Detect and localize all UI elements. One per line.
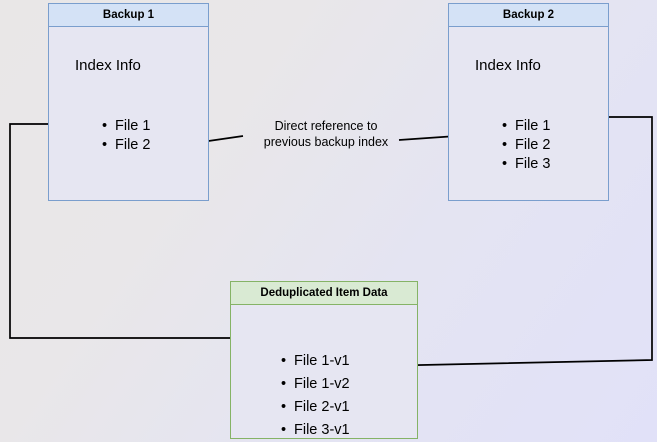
dedup-file-list: File 1-v1 File 1-v2 File 2-v1 File 3-v1: [276, 350, 350, 442]
dedup-body: File 1-v1 File 1-v2 File 2-v1 File 3-v1: [231, 305, 417, 442]
list-item: File 3: [502, 155, 551, 174]
backup1-file-list: File 1 File 2: [97, 117, 151, 155]
list-item: File 1: [102, 117, 151, 136]
backup1-header: Backup 1: [49, 4, 208, 27]
backup1-body: Index Info File 1 File 2: [49, 27, 208, 200]
dedup-header: Deduplicated Item Data: [231, 282, 417, 305]
backup2-file-list: File 1 File 2 File 3: [497, 117, 551, 174]
deduplicated-item-data-box[interactable]: Deduplicated Item Data File 1-v1 File 1-…: [230, 281, 418, 442]
backup2-body: Index Info File 1 File 2 File 3: [449, 27, 608, 200]
backup2-box[interactable]: Backup 2 Index Info File 1 File 2 File 3: [448, 3, 609, 201]
backup1-index-info-label: Index Info: [75, 57, 141, 74]
backup2-header: Backup 2: [449, 4, 608, 27]
list-item: File 2: [102, 136, 151, 155]
list-item: File 1-v1: [281, 350, 350, 373]
list-item: File 1: [502, 117, 551, 136]
backup2-index-info-label: Index Info: [475, 57, 541, 74]
list-item: File 2: [502, 136, 551, 155]
list-item: File 3-v1: [281, 419, 350, 442]
list-item: File 1-v2: [281, 373, 350, 396]
direct-reference-label: Direct reference to previous backup inde…: [263, 119, 389, 149]
list-item: File 2-v1: [281, 396, 350, 419]
backup1-box[interactable]: Backup 1 Index Info File 1 File 2: [48, 3, 209, 201]
